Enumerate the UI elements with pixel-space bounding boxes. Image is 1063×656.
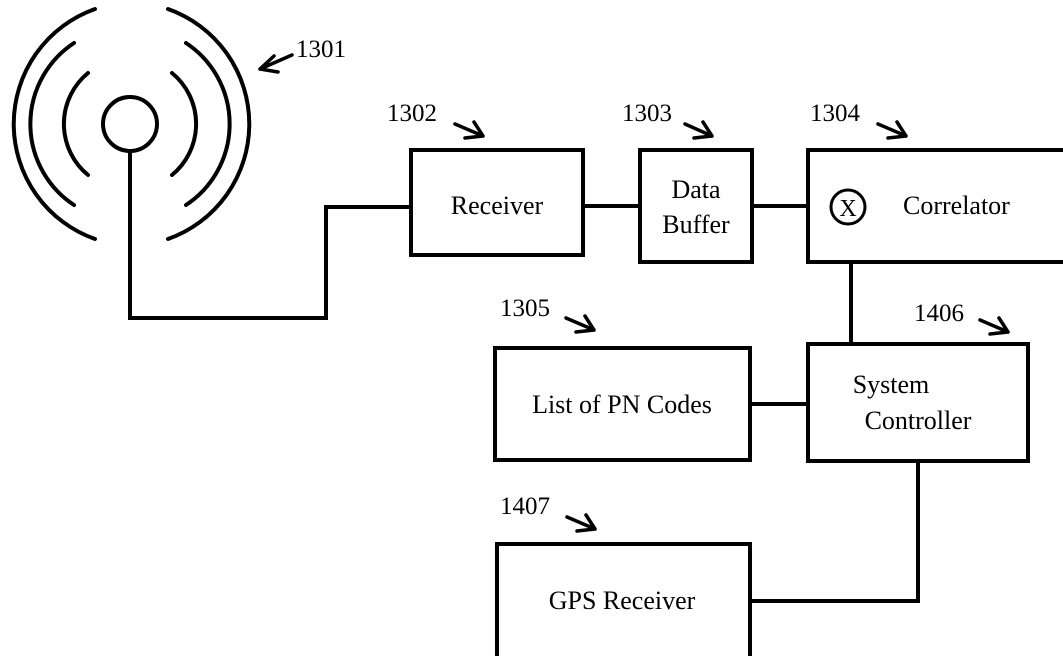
correlator-box (806, 148, 1063, 264)
ref-arrow-1305 (564, 314, 596, 334)
ref-arrow-1303 (683, 120, 714, 140)
antenna-wave-right-inner (170, 71, 199, 177)
antenna-wave-right-outer (166, 7, 252, 241)
receiver-label: Receiver (451, 191, 544, 220)
ref-1305: 1305 (500, 295, 550, 322)
pn-codes-box (493, 346, 752, 462)
ref-1304: 1304 (810, 100, 861, 127)
multiplier-circle (829, 188, 867, 226)
antenna-center (101, 95, 159, 153)
antenna-wave-left-outer (11, 7, 97, 241)
wire-antenna-receiver (128, 151, 411, 320)
ref-arrow-1301 (258, 53, 294, 74)
gps-receiver-block: GPS Receiver 1407 (495, 493, 752, 656)
ref-arrow-1407 (565, 513, 597, 533)
data-buffer-label-line1: Data (671, 175, 721, 204)
antenna-wave-left-inner (61, 71, 90, 177)
system-controller-label-line2: Controller (865, 406, 972, 435)
gps-receiver-label: GPS Receiver (549, 586, 696, 615)
wire-controller-gps (750, 461, 920, 603)
antenna: 1301 (11, 7, 346, 241)
system-controller-block: System Controller 1406 (806, 300, 1030, 463)
connections (128, 151, 920, 603)
pn-codes-label: List of PN Codes (532, 390, 712, 419)
data-buffer-label-line2: Buffer (662, 210, 730, 239)
receiver-block: Receiver 1302 (387, 100, 585, 257)
ref-1301: 1301 (296, 36, 346, 63)
pn-codes-block: List of PN Codes 1305 (493, 295, 752, 462)
ref-1303: 1303 (622, 100, 672, 127)
ref-1406: 1406 (914, 300, 964, 327)
ref-arrow-1406 (978, 316, 1010, 336)
gps-receiver-box (495, 542, 752, 656)
ref-arrow-1304 (876, 120, 908, 140)
ref-1302: 1302 (387, 100, 437, 127)
antenna-wave-right-middle (184, 41, 232, 207)
data-buffer-block: Data Buffer 1303 (622, 100, 754, 264)
antenna-wave-left-middle (28, 41, 76, 207)
ref-arrow-1302 (453, 120, 485, 140)
system-controller-box (806, 342, 1030, 463)
ref-1407: 1407 (500, 493, 550, 520)
correlator-block: X Correlator 1304 (806, 100, 1063, 264)
correlator-label: Correlator (903, 191, 1010, 220)
receiver-box (409, 148, 585, 257)
data-buffer-box (638, 148, 754, 264)
multiplier-symbol: X (839, 196, 856, 222)
system-controller-label-line1: System (853, 370, 930, 399)
